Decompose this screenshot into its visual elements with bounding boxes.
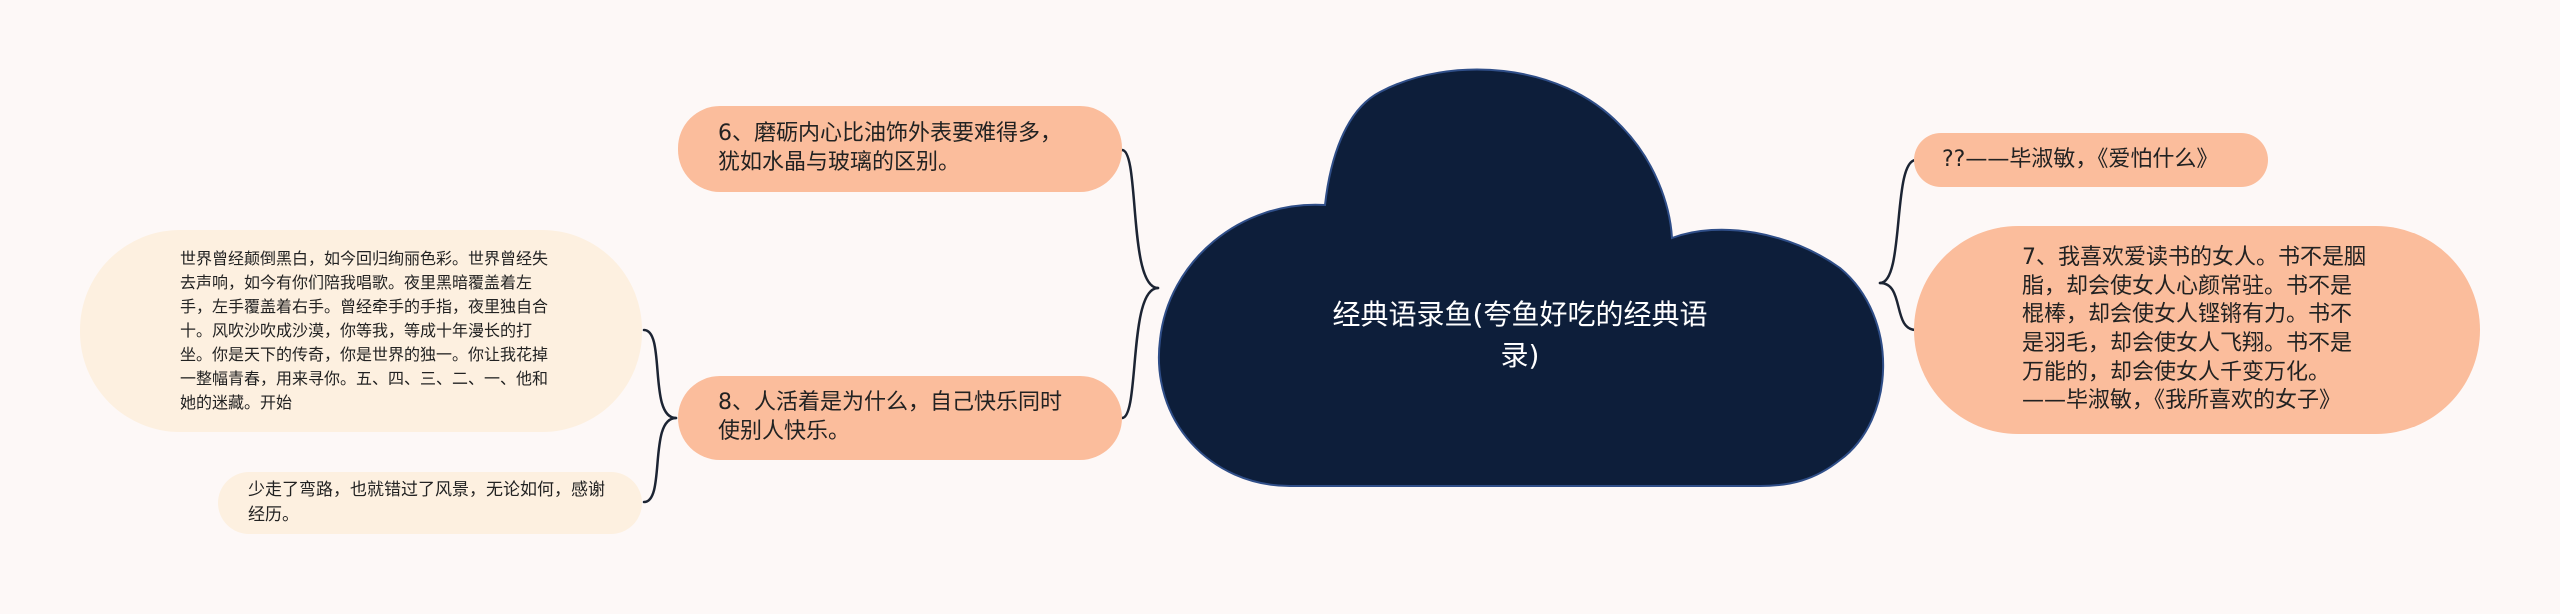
- connector-left-8: [1120, 286, 1160, 420]
- topic-node-6-text: 6、磨砺内心比油饰外表要难得多，犹如水晶与玻璃的区别。: [718, 121, 1062, 175]
- connector-child-2: [642, 416, 678, 504]
- topic-node-8-text: 8、人活着是为什么，自己快乐同时使别人快乐。: [718, 390, 1062, 444]
- topic-node-bishumin-quote-text: ??——毕淑敏，《爱怕什么》: [1942, 146, 2219, 172]
- subtopic-node-long-poem-text: 世界曾经颠倒黑白，如今回归绚丽色彩。世界曾经失去声响，如今有你们陪我唱歌。夜里黑…: [180, 249, 549, 412]
- connector-right-1: [1878, 158, 1918, 285]
- topic-node-8[interactable]: 8、人活着是为什么，自己快乐同时使别人快乐。: [678, 376, 1122, 460]
- topic-node-6[interactable]: 6、磨砺内心比油饰外表要难得多，犹如水晶与玻璃的区别。: [678, 106, 1122, 192]
- right-connectors: [1878, 158, 1918, 332]
- topic-node-7-text: 7、我喜欢爱读书的女人。书不是胭脂，却会使女人心颜常驻。书不是棍棒，却会使女人铿…: [2022, 245, 2366, 414]
- topic-node-bishumin-quote[interactable]: ??——毕淑敏，《爱怕什么》: [1914, 133, 2268, 187]
- connector-child-1: [642, 328, 678, 420]
- left-connectors: [1120, 148, 1160, 420]
- subtopic-node-experience-text: 少走了弯路，也就错过了风景，无论如何，感谢经历。: [248, 480, 605, 525]
- connector-left-6: [1120, 148, 1160, 290]
- subtopic-node-experience[interactable]: 少走了弯路，也就错过了风景，无论如何，感谢经历。: [218, 472, 642, 534]
- central-topic-title[interactable]: 经典语录鱼(夸鱼好吃的经典语录): [1332, 298, 1708, 372]
- child-connectors: [642, 328, 678, 504]
- topic-node-7[interactable]: 7、我喜欢爱读书的女人。书不是胭脂，却会使女人心颜常驻。书不是棍棒，却会使女人铿…: [1914, 226, 2480, 434]
- connector-right-2: [1878, 281, 1918, 332]
- subtopic-node-long-poem[interactable]: 世界曾经颠倒黑白，如今回归绚丽色彩。世界曾经失去声响，如今有你们陪我唱歌。夜里黑…: [80, 230, 642, 432]
- cloud-shape: [1157, 68, 1885, 487]
